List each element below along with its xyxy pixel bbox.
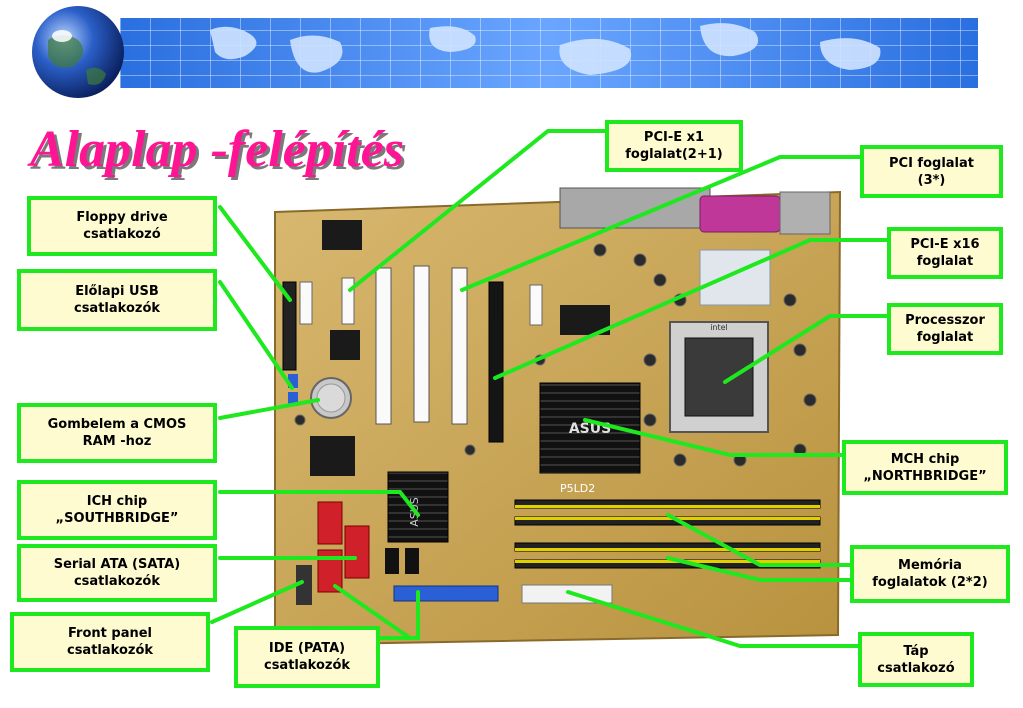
- label-pci-text: PCI foglalat (3*): [889, 155, 974, 188]
- sata-connector: [317, 501, 343, 545]
- front-panel-header: [296, 565, 312, 605]
- label-mch: MCH chip „NORTHBRIDGE”: [842, 440, 1008, 495]
- ich-logo: ASUS: [408, 497, 421, 527]
- pci-slot: [451, 267, 468, 425]
- pcie-x1-slot: [299, 281, 313, 325]
- label-power-text: Táp csatlakozó: [877, 643, 955, 676]
- label-cpu-text: Processzor foglalat: [905, 313, 985, 345]
- ide-connector: [393, 585, 499, 602]
- label-floppy-text: Floppy drive csatlakozó: [76, 210, 168, 242]
- label-pci: PCI foglalat (3*): [860, 145, 1003, 198]
- sata-connector: [405, 548, 419, 574]
- pcie-x16-slot: [488, 281, 504, 443]
- label-floppy: Floppy drive csatlakozó: [27, 196, 217, 256]
- pcie-x1-slot: [529, 284, 543, 326]
- label-usb-front-text: Előlapi USB csatlakozók: [73, 284, 161, 316]
- power-connector: [521, 584, 613, 604]
- pci-slot: [375, 267, 392, 425]
- label-pcie-x16-text: PCI-E x16 foglalat: [910, 237, 980, 269]
- usb-header: [288, 374, 298, 388]
- label-cpu: Processzor foglalat: [887, 303, 1003, 355]
- header-banner: [32, 6, 978, 98]
- chip: [322, 220, 362, 250]
- label-sata: Serial ATA (SATA) csatlakozók: [17, 544, 217, 602]
- label-ide: IDE (PATA) csatlakozók: [234, 626, 380, 688]
- label-memory: Memória foglalatok (2*2): [850, 545, 1010, 603]
- label-ich-text: ICH chip „SOUTHBRIDGE”: [55, 494, 179, 526]
- label-pcie-x1: PCI-E x1 foglalat(2+1): [605, 120, 743, 172]
- floppy-connector: [282, 281, 297, 371]
- board-model-text: P5LD2: [560, 482, 595, 495]
- label-pcie-x1-text: PCI-E x1 foglalat(2+1): [625, 130, 723, 162]
- rear-io-ports: [559, 187, 711, 229]
- label-cmos-battery: Gombelem a CMOS RAM -hoz: [17, 403, 217, 463]
- chip: [310, 436, 355, 476]
- label-ide-text: IDE (PATA) csatlakozók: [263, 641, 351, 673]
- pcie-x1-slot: [341, 277, 355, 325]
- sata-connector: [317, 549, 343, 593]
- pci-slot: [413, 265, 430, 423]
- chip: [330, 330, 360, 360]
- label-front-panel: Front panel csatlakozók: [10, 612, 210, 672]
- label-power: Táp csatlakozó: [858, 632, 974, 687]
- label-cmos-battery-text: Gombelem a CMOS RAM -hoz: [47, 417, 187, 449]
- label-sata-text: Serial ATA (SATA) csatlakozók: [53, 557, 181, 589]
- label-front-panel-text: Front panel csatlakozók: [66, 626, 154, 658]
- label-usb-front: Előlapi USB csatlakozók: [17, 269, 217, 331]
- parallel-port: [699, 195, 781, 233]
- page-title: Alaplap -felépítés: [30, 121, 405, 178]
- sata-connector: [344, 525, 370, 579]
- usb-header: [288, 392, 298, 406]
- chip: [560, 305, 610, 335]
- label-mch-text: MCH chip „NORTHBRIDGE”: [863, 451, 987, 484]
- label-ich: ICH chip „SOUTHBRIDGE”: [17, 480, 217, 540]
- label-pcie-x16: PCI-E x16 foglalat: [887, 227, 1003, 279]
- cpu-socket-brand: intel: [710, 323, 728, 332]
- sata-connector: [385, 548, 399, 574]
- label-memory-text: Memória foglalatok (2*2): [872, 558, 988, 590]
- mch-logo: ASUS: [569, 421, 611, 437]
